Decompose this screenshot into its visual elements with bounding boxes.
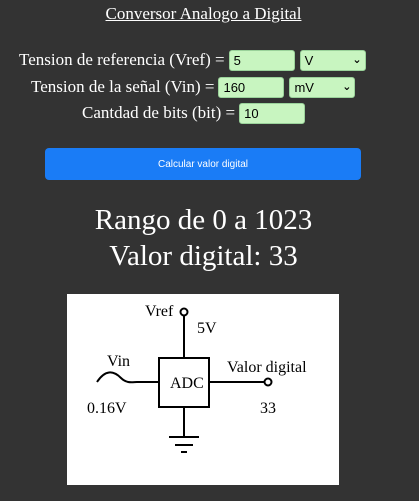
vref-input[interactable]: 5 (228, 49, 295, 71)
diagram-out-label: Valor digital (227, 359, 307, 376)
diagram-vin-label: Vin (107, 353, 130, 370)
adc-schematic: Vref 5V Vin 0.16V ADC Valor digital 33 (87, 303, 307, 453)
vref-row: Tension de referencia (Vref) = 5 V ⌄ (19, 49, 366, 71)
diagram-vref-label: Vref (145, 303, 174, 320)
calculate-button[interactable]: Calcular valor digital (45, 148, 361, 180)
digital-value-text: Valor digital: 33 (109, 240, 298, 272)
adc-diagram: Vref 5V Vin 0.16V ADC Valor digital 33 (67, 294, 339, 485)
diagram-out-value: 33 (260, 400, 276, 417)
vref-terminal (179, 307, 189, 317)
diagram-vref-value: 5V (197, 320, 217, 337)
diagram-adc-label: ADC (170, 375, 204, 392)
vref-label: Tension de referencia (Vref) = (19, 50, 225, 69)
bits-row: Cantdad de bits (bit) = 10 (82, 102, 306, 124)
range-text: Rango de 0 a 1023 (94, 204, 313, 236)
vin-row: Tension de la señal (Vin) = 160 mV ⌄ (31, 76, 356, 98)
vref-unit-select[interactable]: V ⌄ (299, 49, 366, 71)
bits-label: Cantdad de bits (bit) = (82, 103, 236, 122)
vin-label: Tension de la señal (Vin) = (31, 77, 215, 96)
vin-unit-value: mV (294, 79, 314, 95)
chevron-down-icon: ⌄ (342, 80, 352, 93)
vref-unit-value: V (304, 52, 314, 68)
output-terminal (263, 377, 273, 387)
vin-signal-wave (96, 371, 159, 384)
vin-unit-select[interactable]: mV ⌄ (289, 76, 356, 98)
diagram-vin-value: 0.16V (87, 400, 127, 417)
bits-input[interactable]: 10 (239, 102, 306, 124)
page-title: Conversor Analogo a Digital (105, 4, 302, 23)
vin-input[interactable]: 160 (218, 76, 285, 98)
chevron-down-icon: ⌄ (352, 53, 362, 66)
